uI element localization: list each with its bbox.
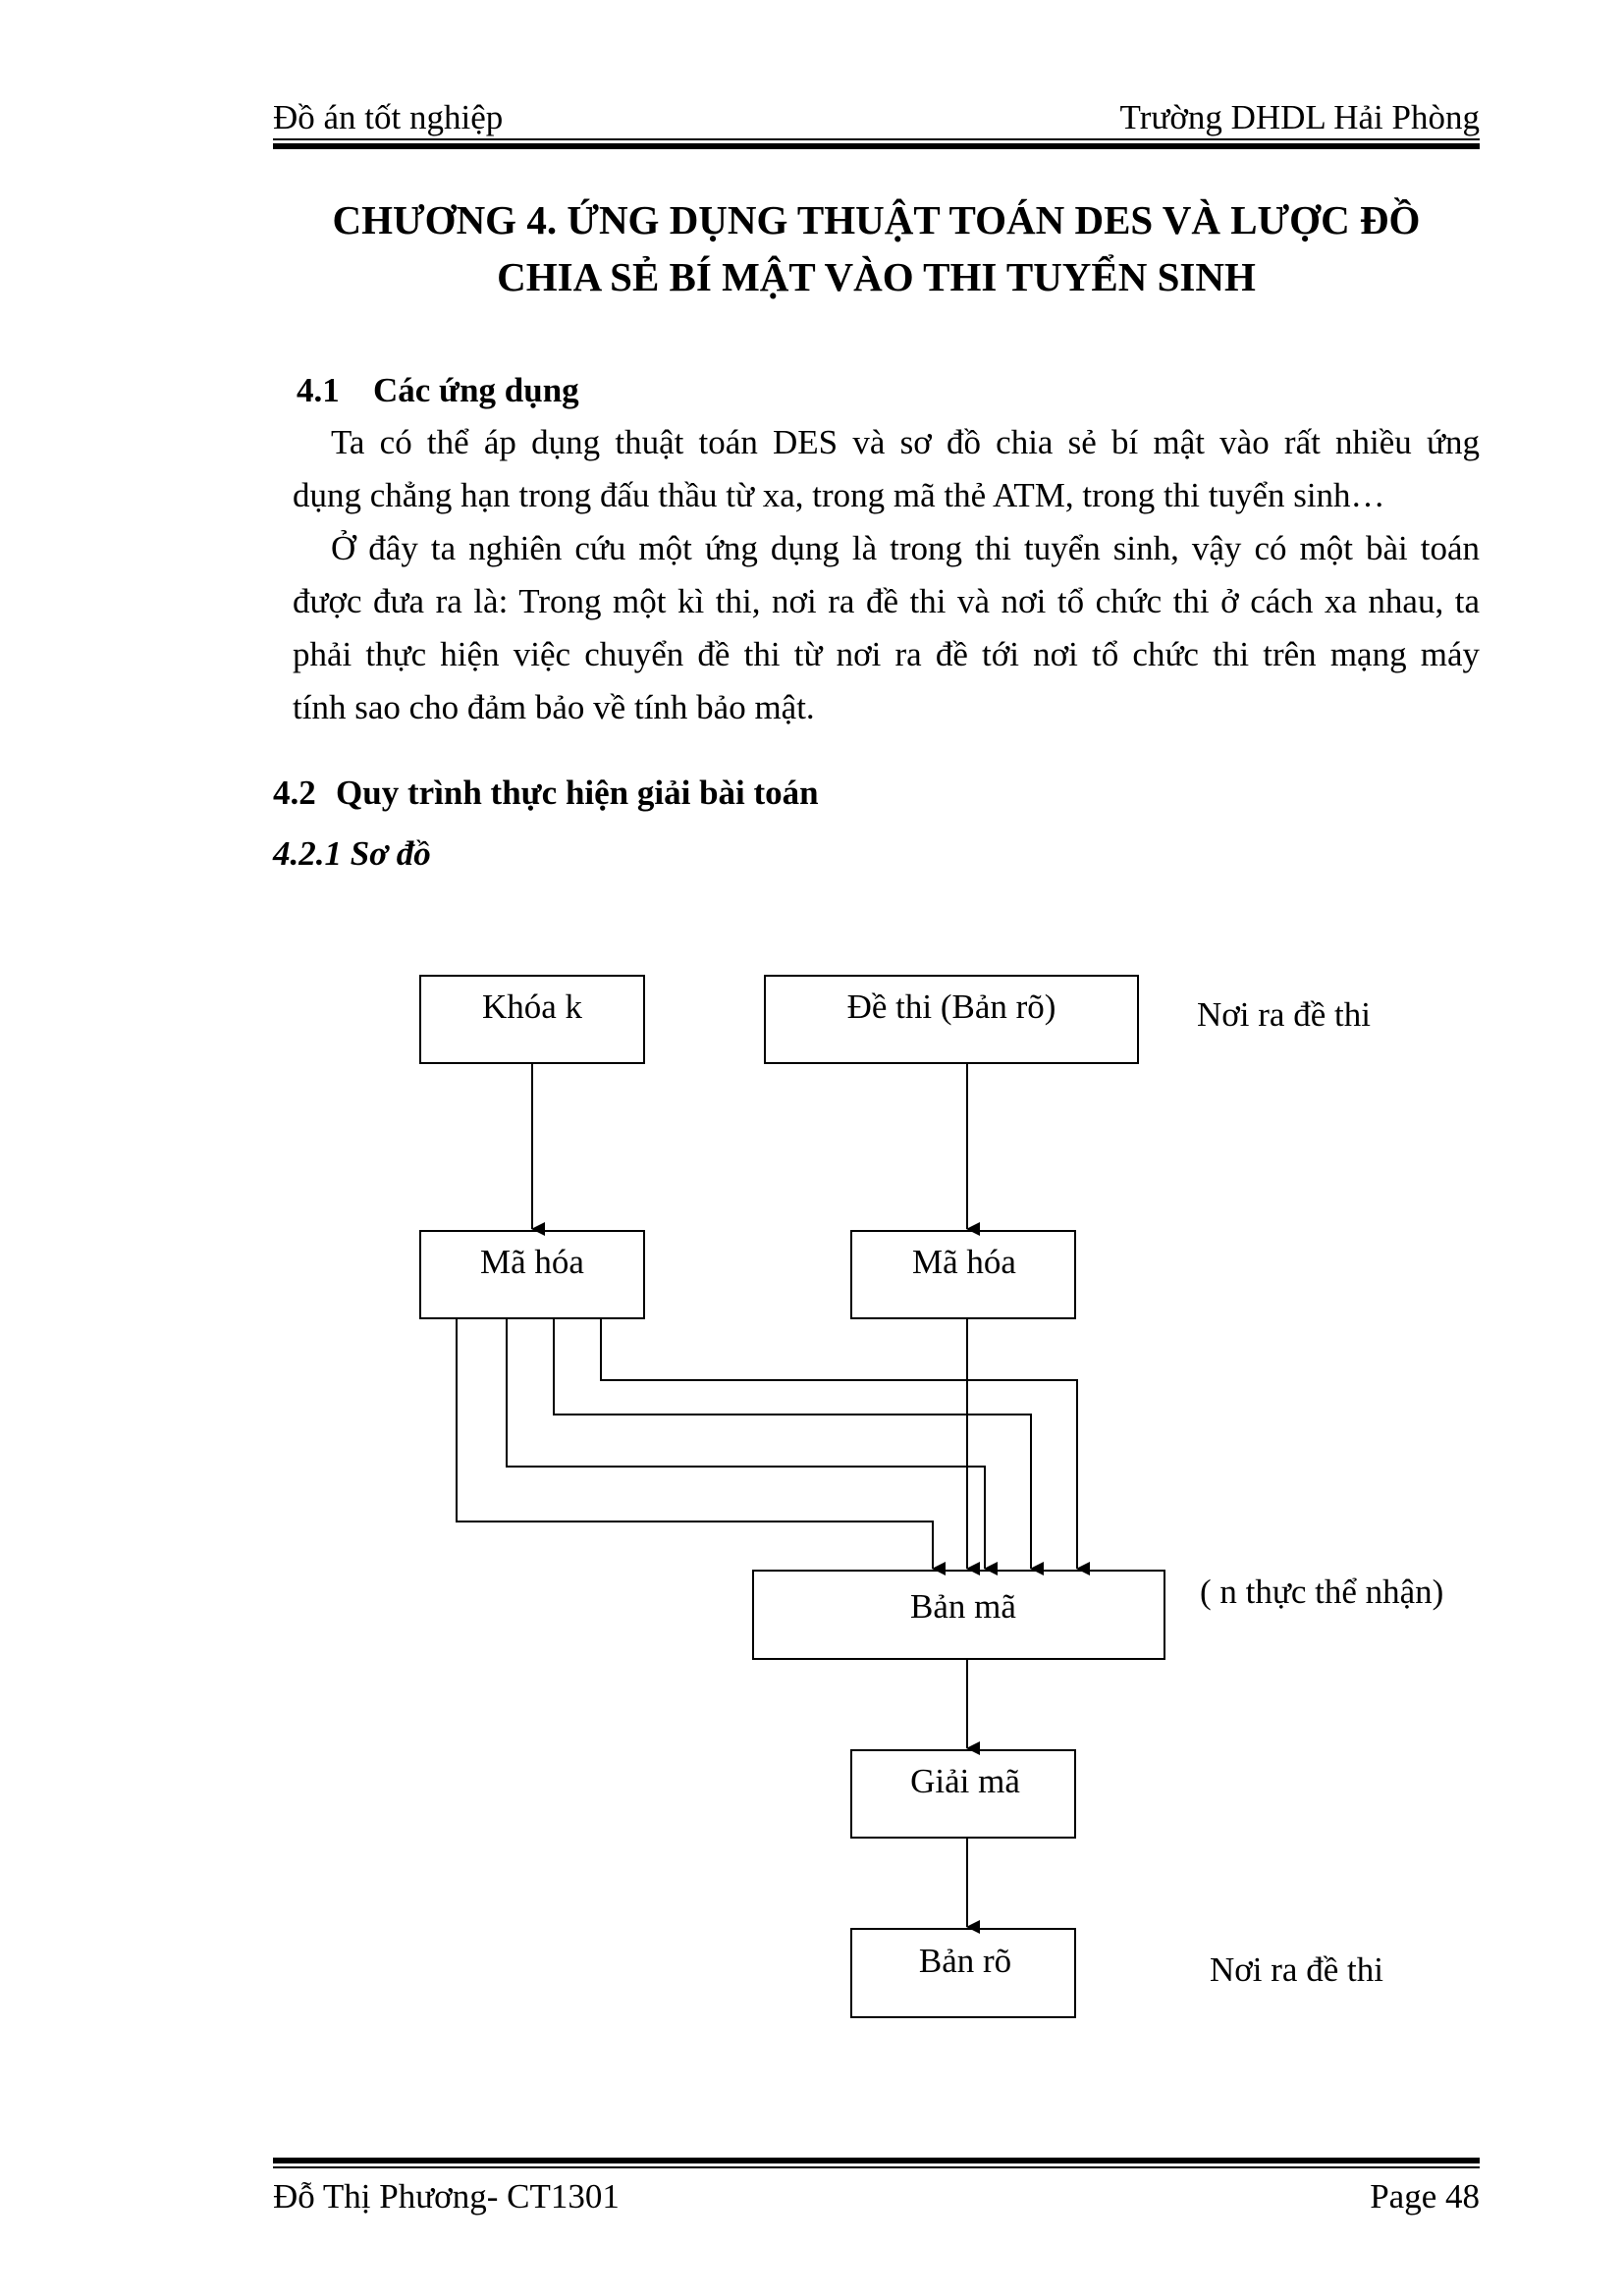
box-encrypt-right [850,1230,1076,1319]
section-4-1-title: Các ứng dụng [373,371,579,409]
box-ciphertext [752,1570,1165,1660]
box-exam [764,975,1139,1064]
section-4-2-1-title: 4.2.1 Sơ đồ [273,834,431,873]
header-rule-thin [273,138,1480,140]
label-key: Khóa k [482,988,583,1026]
label-bottom-right: Nơi ra đề thi [1210,1950,1383,1989]
box-decrypt [850,1749,1076,1839]
para2-line3: phải thực hiện việc chuyển đề thi từ nơi… [293,635,1480,673]
chapter-title-line1: CHƯƠNG 4. ỨNG DỤNG THUẬT TOÁN DES VÀ LƯỢ… [332,197,1421,242]
box-plaintext [850,1928,1076,2018]
section-4-2-number: 4.2 [273,774,316,812]
footer-rule-thick [273,2158,1480,2163]
footer-right: Page 48 [1370,2177,1480,2216]
label-plaintext: Bản rõ [919,1942,1011,1980]
label-exam: Đề thi (Bản rõ) [847,988,1056,1026]
para1-line2: dụng chẳng hạn trong đấu thầu từ xa, tro… [293,476,1385,514]
share-line-3 [553,1318,1044,1575]
para2-line2: được đưa ra là: Trong một kì thi, nơi ra… [293,582,1480,620]
para2-line4: tính sao cho đảm bảo về tính bảo mật. [293,688,815,726]
label-ciphertext: Bản mã [910,1587,1016,1626]
share-line-1 [456,1318,946,1575]
footer-left: Đỗ Thị Phương- CT1301 [273,2177,620,2216]
chapter-title-line2: CHIA SẺ BÍ MẬT VÀO THI TUYỂN SINH [497,254,1256,299]
section-4-1-paragraph-2: Ở đây ta nghiên cứu một ứng dụng là tron… [293,522,1480,734]
footer-rule-thin [273,2166,1480,2168]
label-decrypt: Giải mã [910,1762,1020,1800]
para2-line1: Ở đây ta nghiên cứu một ứng dụng là tron… [331,529,1480,567]
share-line-4 [600,1318,1090,1575]
section-4-2-title: Quy trình thực hiện giải bài toán [336,774,819,812]
header-rule-thick [273,143,1480,149]
chapter-title: CHƯƠNG 4. ỨNG DỤNG THUẬT TOÁN DES VÀ LƯỢ… [273,191,1480,305]
para1-line1: Ta có thể áp dụng thuật toán DES và sơ đ… [331,423,1480,461]
label-receivers: ( n thực thể nhận) [1200,1573,1443,1611]
label-top-right: Nơi ra đề thi [1197,995,1371,1034]
section-4-1-number: 4.1 [297,371,340,409]
label-encrypt-right: Mã hóa [912,1243,1016,1281]
header-left: Đồ án tốt nghiệp [273,98,504,136]
section-4-1-paragraph-1: Ta có thể áp dụng thuật toán DES và sơ đ… [293,416,1480,522]
label-encrypt-left: Mã hóa [480,1243,584,1281]
header-right: Trường DHDL Hải Phòng [1119,98,1480,136]
share-line-2 [506,1318,998,1575]
